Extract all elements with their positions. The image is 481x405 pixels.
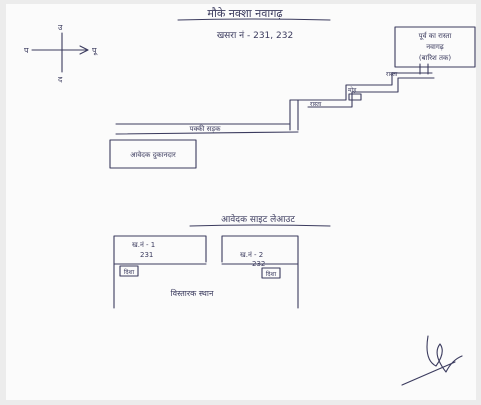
- compass-east: पू: [92, 46, 99, 56]
- compass-arrow-icon: [79, 45, 89, 55]
- stepped-path-lower: [307, 77, 435, 108]
- plot-1-line-1: ख.नं - 1: [132, 241, 155, 249]
- stepped-path: रास्ता मोड़ रास्ता: [289, 63, 435, 131]
- compass-west: प: [24, 46, 29, 55]
- small-box-icon: [348, 93, 362, 101]
- compass: उ पू प द: [24, 23, 99, 84]
- signature-mark: [401, 335, 463, 386]
- header: मौके नक्शा नवागढ़ खसरा नं - 231, 232: [177, 7, 331, 41]
- plot-2-tag: दिशा: [266, 270, 277, 278]
- sketch-subtitle: खसरा नं - 231, 232: [217, 30, 293, 41]
- plot-1: ख.नं - 1 231 दिशा: [119, 241, 155, 277]
- layout-title-underline: [189, 224, 331, 227]
- stair-label-middle: मोड़: [348, 86, 357, 94]
- road-edge-bottom: [115, 131, 299, 135]
- destination-line-2: नवागढ़: [426, 43, 445, 51]
- destination-line-1: पूर्व का रास्ता: [419, 31, 452, 40]
- stair-label-top: रास्ता: [386, 71, 398, 78]
- applicant-building: आवेदक दुकानदार: [109, 139, 197, 169]
- plot-1-tag-box: [119, 265, 139, 277]
- layout-title: आवेदक साइट लेआउट: [221, 213, 295, 225]
- plot-1-line-2: 231: [140, 251, 153, 259]
- plot-2: ख.नं - 2 232 दिशा: [240, 251, 281, 279]
- plot-2-line-2: 232: [252, 260, 265, 268]
- building-frame: [109, 139, 197, 169]
- paper-sheet: [6, 4, 476, 400]
- stepped-path-upper: [289, 72, 433, 131]
- destination-frame: [394, 26, 476, 68]
- compass-south: द: [58, 75, 63, 84]
- destination-box: पूर्व का रास्ता नवागढ़ (बारिश तक): [394, 26, 476, 68]
- layout-bottom-label: विस्तारक स्थान: [171, 288, 214, 298]
- stair-label-lower: रास्ता: [310, 101, 322, 108]
- road: पक्की सड़क: [115, 123, 299, 135]
- plot-2-line-1: ख.नं - 2: [240, 251, 263, 259]
- building-label: आवेदक दुकानदार: [130, 150, 176, 160]
- title-underline: [177, 18, 331, 21]
- sketch-title: मौके नक्शा नवागढ़: [207, 7, 283, 20]
- layout-plan: आवेदक साइट लेआउट ख.नं - 1 231 दिशा ख.नं …: [113, 213, 331, 309]
- plot-2-tag-box: [261, 267, 281, 279]
- destination-line-3: (बारिश तक): [419, 53, 452, 62]
- road-label: पक्की सड़क: [189, 124, 221, 133]
- signature-stroke: [401, 335, 463, 386]
- plot-1-tag: दिशा: [124, 268, 135, 276]
- plot-outline: [113, 235, 299, 309]
- compass-north: उ: [58, 23, 63, 32]
